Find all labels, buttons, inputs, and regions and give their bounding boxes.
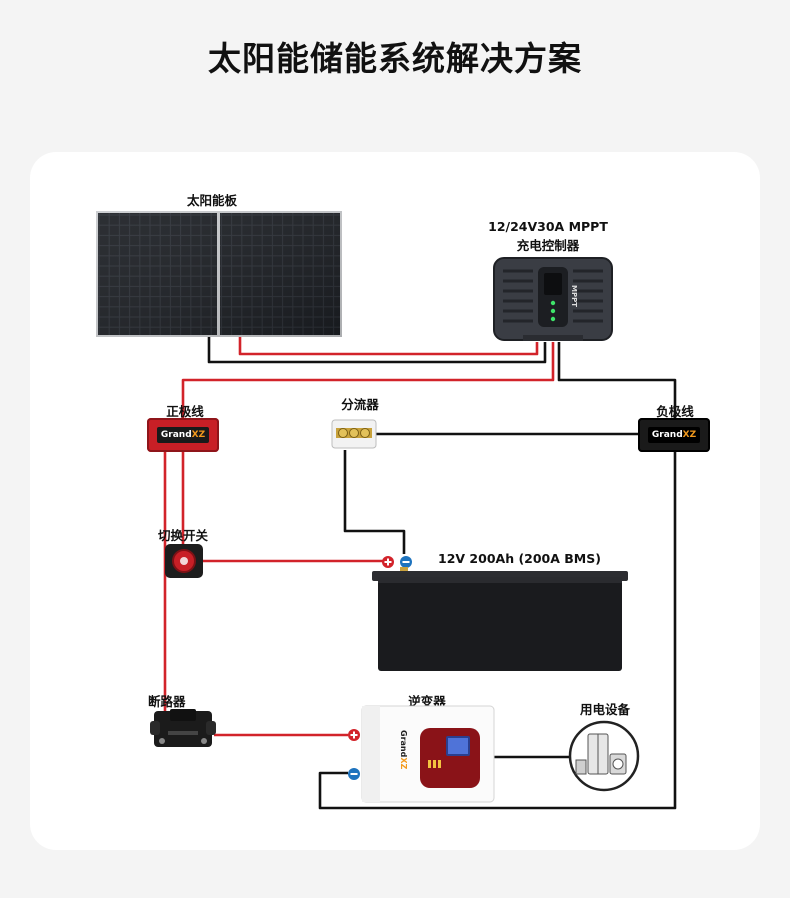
switch-icon [165, 544, 203, 578]
busbar-icon [331, 419, 377, 449]
controller-label-line2: 充电控制器 [516, 238, 580, 253]
battery-label: 12V 200Ah (200A BMS) [438, 551, 601, 566]
solar-panel-label: 太阳能板 [187, 193, 238, 208]
mppt-controller-icon [493, 257, 613, 341]
mppt-controller [493, 257, 613, 347]
brand-right: XZ [682, 430, 697, 440]
appliances [568, 720, 640, 796]
appliances-icon [568, 720, 640, 792]
brand-left: Grand [651, 430, 683, 440]
positive-wire-terminal: GrandXZ [147, 418, 219, 452]
controller-label-line1: 12/24V30A MPPT [488, 219, 608, 234]
negative-wire-brand: GrandXZ [648, 427, 700, 443]
wire-busbar-battery [343, 450, 406, 554]
brand-right: XZ [399, 757, 408, 770]
busbar-label: 分流器 [341, 397, 379, 412]
controller-badge: MPPT [570, 285, 578, 308]
brand-right: XZ [191, 430, 206, 440]
busbar [331, 418, 377, 454]
inverter [340, 700, 496, 808]
negative-wire-label: 负极线 [656, 404, 694, 419]
wire-panel-positive [238, 334, 539, 356]
wire-controller-negative-out [557, 342, 677, 418]
breaker-icon [150, 709, 216, 747]
battery [372, 555, 628, 677]
inverter-label: 逆变器 [408, 694, 446, 709]
wire-panel-negative [207, 334, 547, 364]
breaker-label: 断路器 [148, 694, 186, 709]
solar-panel-icon [96, 211, 342, 337]
switch-label: 切换开关 [158, 528, 209, 543]
wire-positive-breaker [152, 452, 167, 727]
battery-switch [164, 543, 204, 583]
brand-left: Grand [399, 730, 408, 758]
negative-wire-terminal: GrandXZ [638, 418, 710, 452]
circuit-breaker [150, 707, 216, 753]
battery-icon [372, 556, 628, 671]
appliances-label: 用电设备 [579, 702, 630, 717]
inverter-brand: GrandXZ [399, 730, 408, 769]
positive-wire-brand: GrandXZ [157, 427, 209, 443]
solar-panel [96, 211, 342, 341]
brand-left: Grand [160, 430, 192, 440]
page-title: 太阳能储能系统解决方案 [208, 39, 582, 78]
inverter-icon [348, 705, 495, 803]
wire-negative-inverter [318, 452, 677, 810]
positive-wire-label: 正极线 [166, 404, 204, 419]
wire-controller-positive-out [181, 342, 555, 418]
